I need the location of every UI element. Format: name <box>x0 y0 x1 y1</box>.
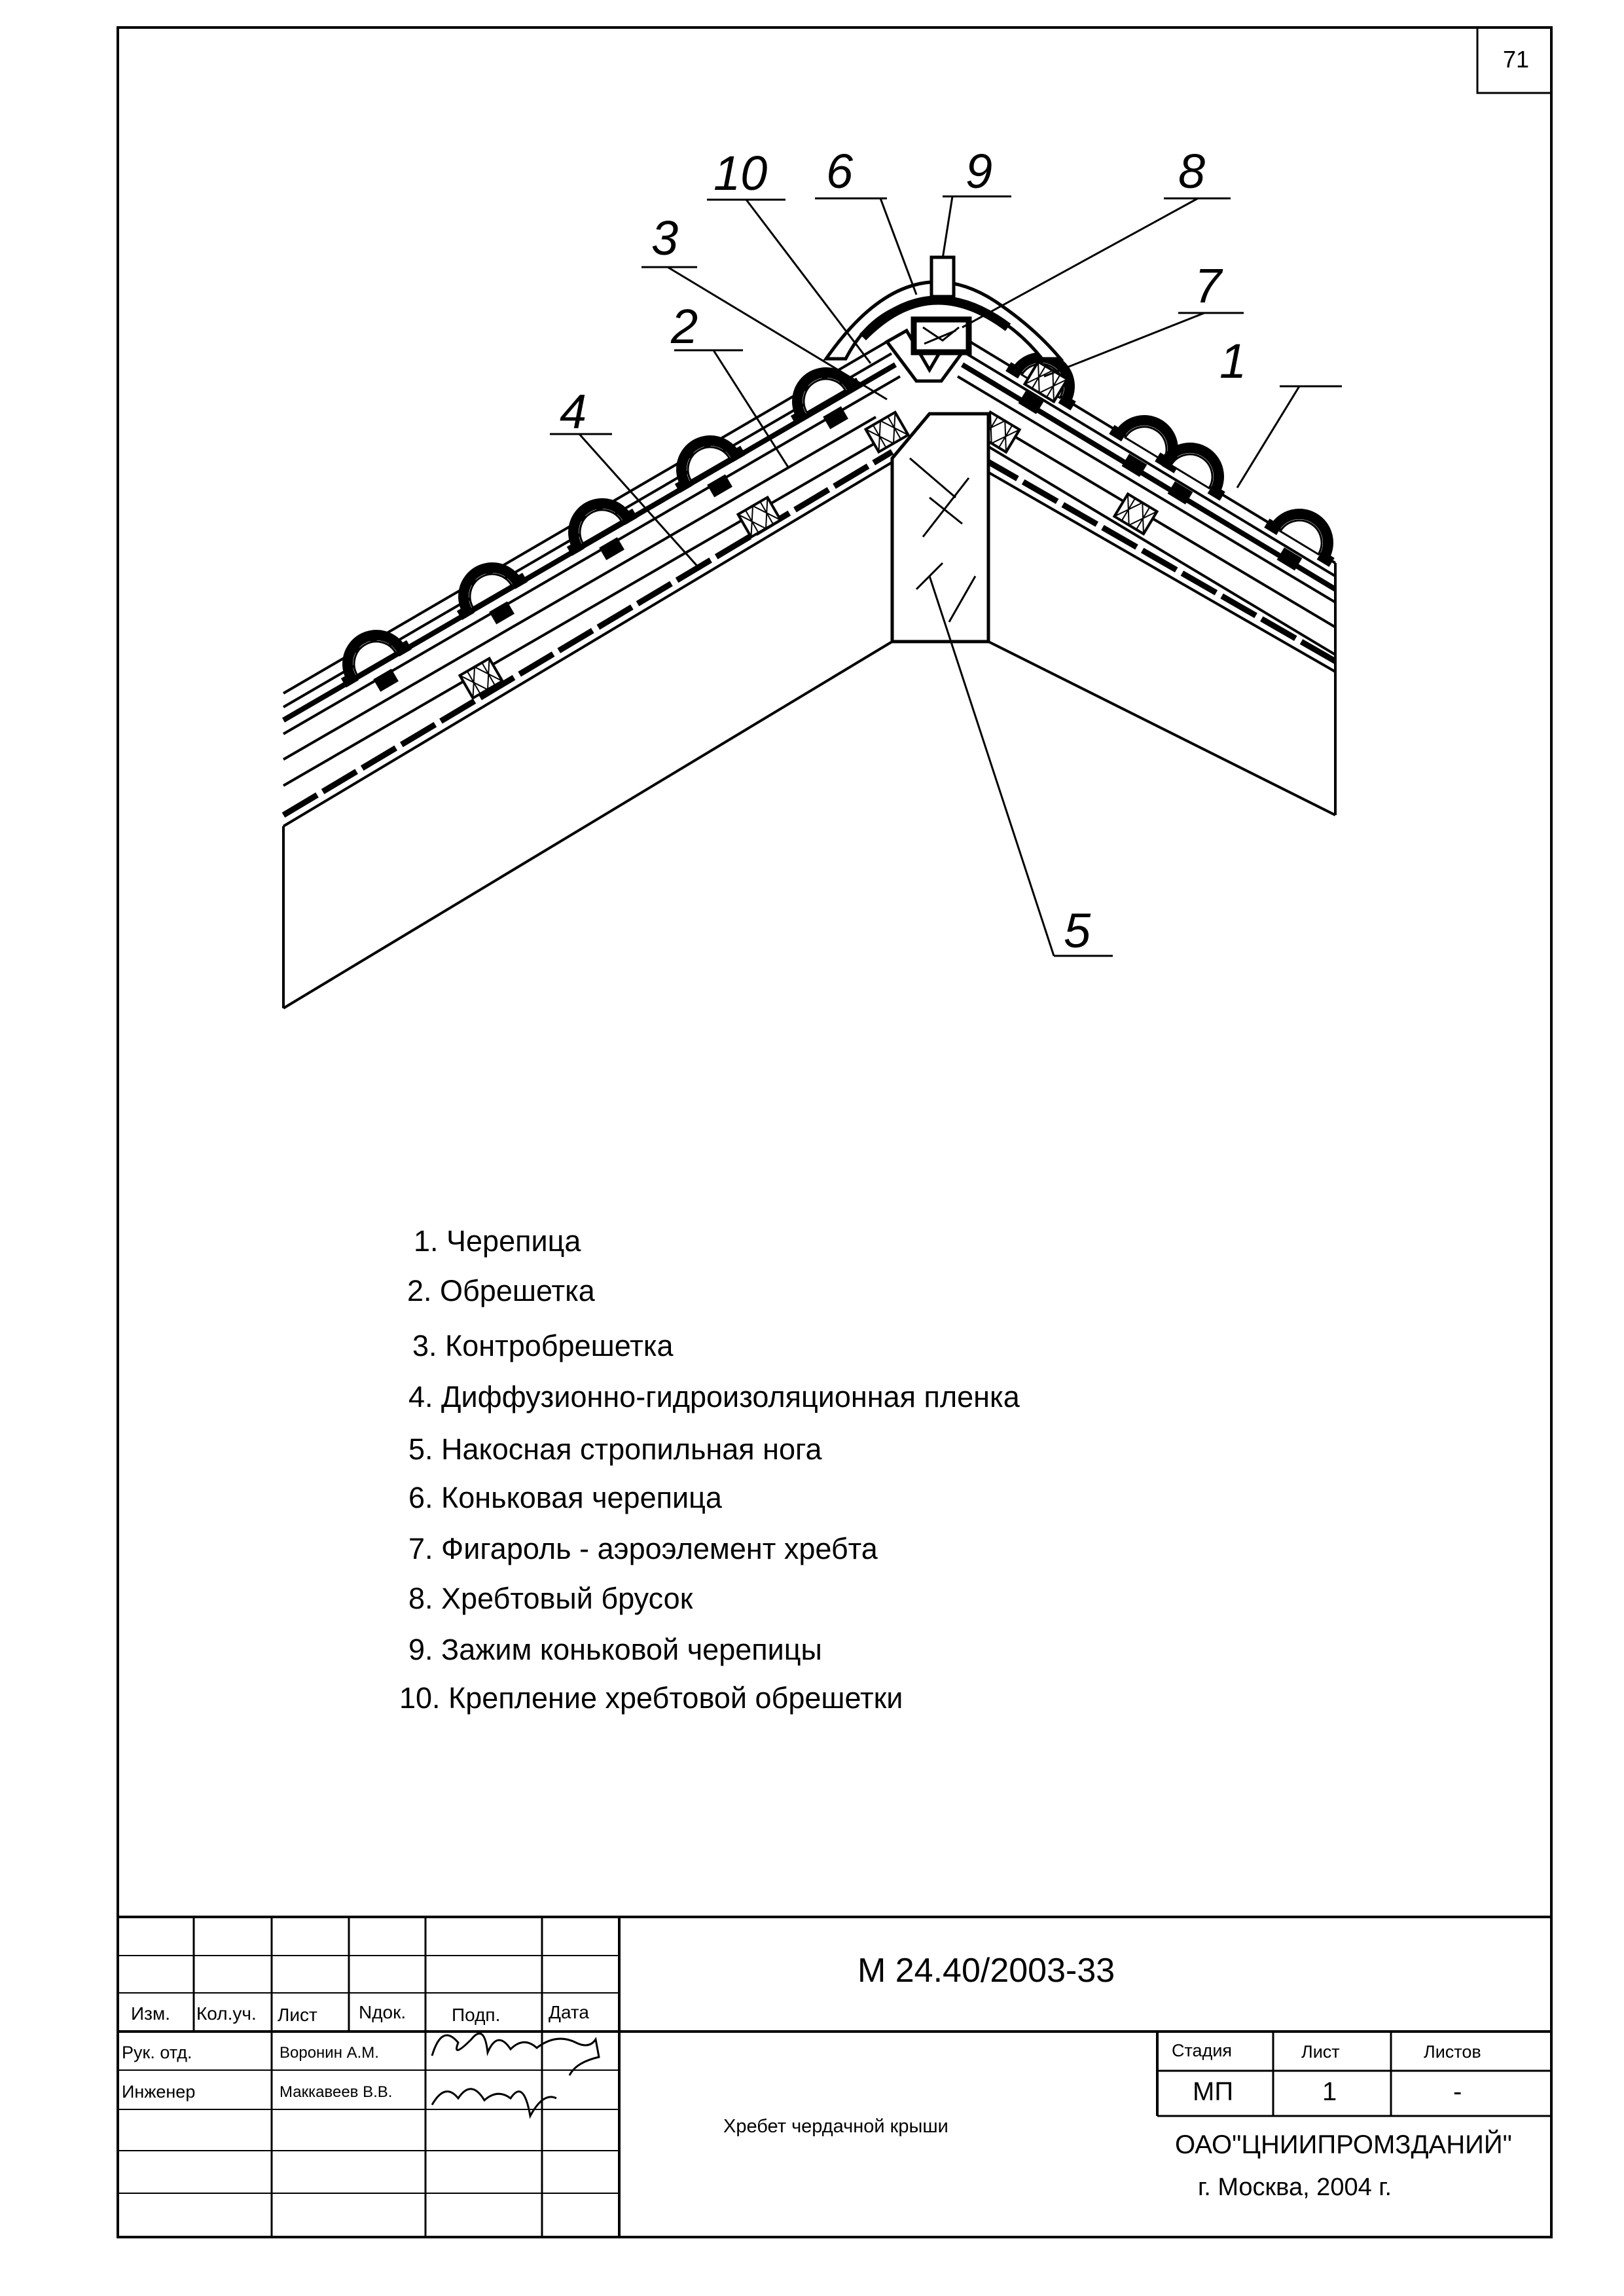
column-header: Лист <box>278 2005 317 2025</box>
organization: ОАО"ЦНИИПРОМЗДАНИЙ" <box>1175 2130 1512 2159</box>
legend-item: 5. Накосная стропильная нога <box>408 1432 822 1466</box>
role-cell: Рук. отд. <box>122 2043 192 2062</box>
column-header: Дата <box>549 2002 590 2022</box>
legend-item: 8. Хребтовый брусок <box>408 1582 693 1615</box>
column-header: Nдок. <box>359 2002 406 2022</box>
sheets-label: Листов <box>1424 2042 1481 2062</box>
role-cell: Инженер <box>122 2082 196 2102</box>
legend-item: 2. Обрешетка <box>407 1274 595 1307</box>
column-header: Изм. <box>131 2003 170 2024</box>
stage-value: МП <box>1193 2077 1234 2106</box>
sheet-number: 71 <box>1503 46 1530 73</box>
callout-1: 1 <box>1219 334 1247 388</box>
drawing-title: Хребет чердачной крыши <box>723 2116 948 2137</box>
callout-7: 7 <box>1195 259 1222 313</box>
callout-3: 3 <box>651 211 679 265</box>
callout-6: 6 <box>826 144 854 198</box>
column-header: Подп. <box>452 2005 501 2025</box>
legend-item: 6. Коньковая черепица <box>408 1481 722 1514</box>
signatures <box>431 2032 600 2119</box>
callout-2: 2 <box>671 299 698 354</box>
callout-8: 8 <box>1178 144 1206 198</box>
sheet-value: 1 <box>1322 2077 1337 2106</box>
ridge-section-drawing <box>281 255 1346 1010</box>
legend-item: 3. Контробрешетка <box>412 1329 674 1362</box>
column-header: Кол.уч. <box>196 2003 257 2024</box>
name-cell: Маккавеев В.В. <box>280 2083 393 2101</box>
callout-10: 10 <box>713 146 768 200</box>
sheets-value: - <box>1453 2077 1462 2106</box>
title-block-grid <box>117 1916 1553 2238</box>
sheet-label: Лист <box>1301 2042 1340 2062</box>
callout-leaders <box>550 195 1342 957</box>
legend-item: 1. Черепица <box>414 1224 581 1258</box>
stage-label: Стадия <box>1172 2041 1233 2060</box>
name-cell: Воронин А.М. <box>280 2044 379 2062</box>
ridge-clamp <box>929 255 956 299</box>
left-slope <box>281 340 901 828</box>
left-tiles <box>329 357 873 706</box>
callout-4: 4 <box>560 384 587 439</box>
document-code: М 24.40/2003-33 <box>857 1952 1115 1990</box>
city-year: г. Москва, 2004 г. <box>1198 2174 1392 2201</box>
legend-item: 9. Зажим коньковой черепицы <box>408 1633 822 1666</box>
callout-5: 5 <box>1064 903 1091 958</box>
hip-rafter <box>890 412 990 644</box>
legend-item: 10. Крепление хребтовой обрешетки <box>399 1681 903 1715</box>
callout-9: 9 <box>965 144 993 198</box>
legend-item: 7. Фигароль - аэроэлемент хребта <box>408 1532 878 1565</box>
legend-item: 4. Диффузионно-гидроизоляционная пленка <box>408 1380 1020 1413</box>
